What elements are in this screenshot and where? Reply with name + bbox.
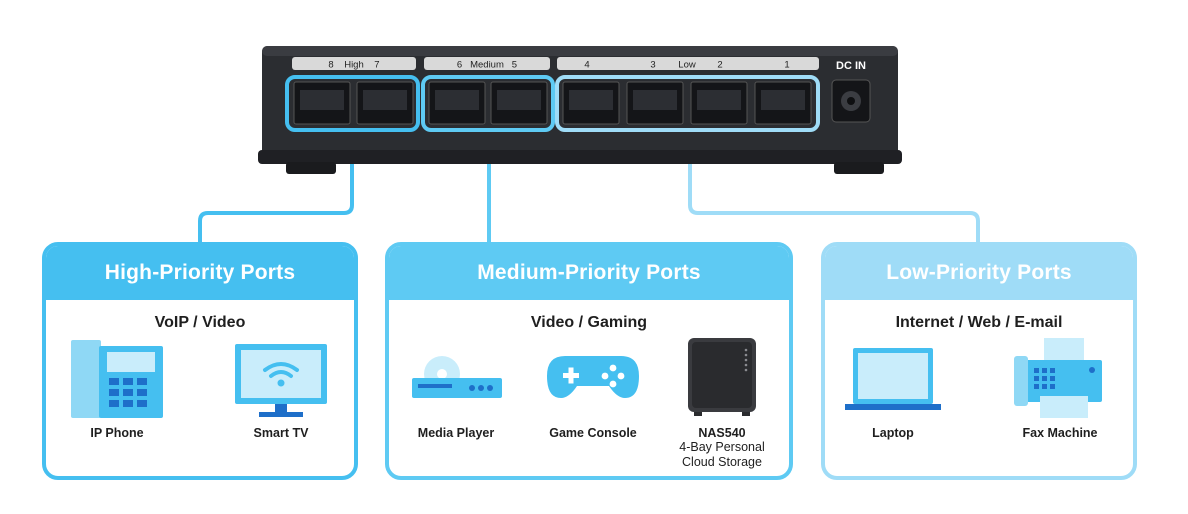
ip-phone-icon <box>71 340 163 418</box>
device-label: Smart TV <box>253 426 309 440</box>
medium-priority-card: Medium-Priority Ports Video / Gaming Med… <box>385 242 793 480</box>
device-sublabel-line2: Cloud Storage <box>682 455 762 469</box>
media-player-icon <box>412 356 502 398</box>
low-priority-subtitle: Internet / Web / E-mail <box>895 314 1063 331</box>
medium-priority-title: Medium-Priority Ports <box>389 246 789 300</box>
fax-machine-icon <box>1014 338 1102 418</box>
device-laptop: Laptop <box>825 338 978 440</box>
device-game-console: Game Console <box>508 338 678 440</box>
port-label-low-2: 2 <box>717 60 722 71</box>
port-label-low-3: 3 <box>650 60 655 71</box>
device-label: Fax Machine <box>1022 426 1098 440</box>
laptop-icon <box>845 348 941 410</box>
device-media-player: Media Player <box>389 338 541 440</box>
device-label: NAS540 <box>698 426 746 440</box>
device-label: Media Player <box>417 426 495 440</box>
device-smart-tv: Smart TV <box>196 338 354 440</box>
port-label-low-text: Low <box>678 60 696 71</box>
device-label: Game Console <box>549 426 637 440</box>
device-nas540: NAS540 4-Bay Personal Cloud Storage <box>637 338 789 470</box>
device-sublabel-line1: 4-Bay Personal <box>679 440 765 454</box>
port-label-low-1: 1 <box>784 60 789 71</box>
medium-port-group-highlight <box>421 75 555 132</box>
port-label-low-4: 4 <box>584 60 589 71</box>
foot-left <box>286 162 336 174</box>
device-fax-machine: Fax Machine <box>975 338 1133 440</box>
medium-priority-subtitle: Video / Gaming <box>530 314 648 331</box>
network-switch: 8 High 7 6 Medium 5 4 3 Low 2 1 DC IN <box>258 46 902 174</box>
game-console-icon <box>547 356 639 398</box>
high-port-group-highlight <box>285 75 420 132</box>
low-priority-card: Low-Priority Ports Internet / Web / E-ma… <box>821 242 1137 480</box>
high-priority-subtitle: VoIP / Video <box>154 314 246 331</box>
device-label: IP Phone <box>90 426 144 440</box>
nas-icon <box>688 338 756 416</box>
connector-low <box>688 118 980 244</box>
port-label-medium: 6 Medium 5 <box>457 60 517 71</box>
high-priority-card: High-Priority Ports VoIP / Video IP Phon… <box>42 242 358 480</box>
low-port-group-highlight <box>555 75 820 132</box>
device-ip-phone: IP Phone <box>46 338 202 440</box>
foot-right <box>834 162 884 174</box>
dc-in-label: DC IN <box>836 60 866 72</box>
high-priority-title: High-Priority Ports <box>46 246 354 300</box>
low-priority-title: Low-Priority Ports <box>825 246 1133 300</box>
smart-tv-icon <box>235 344 327 417</box>
connector-high <box>198 118 354 244</box>
port-label-high: 8 High 7 <box>328 60 379 71</box>
device-label: Laptop <box>872 426 914 440</box>
